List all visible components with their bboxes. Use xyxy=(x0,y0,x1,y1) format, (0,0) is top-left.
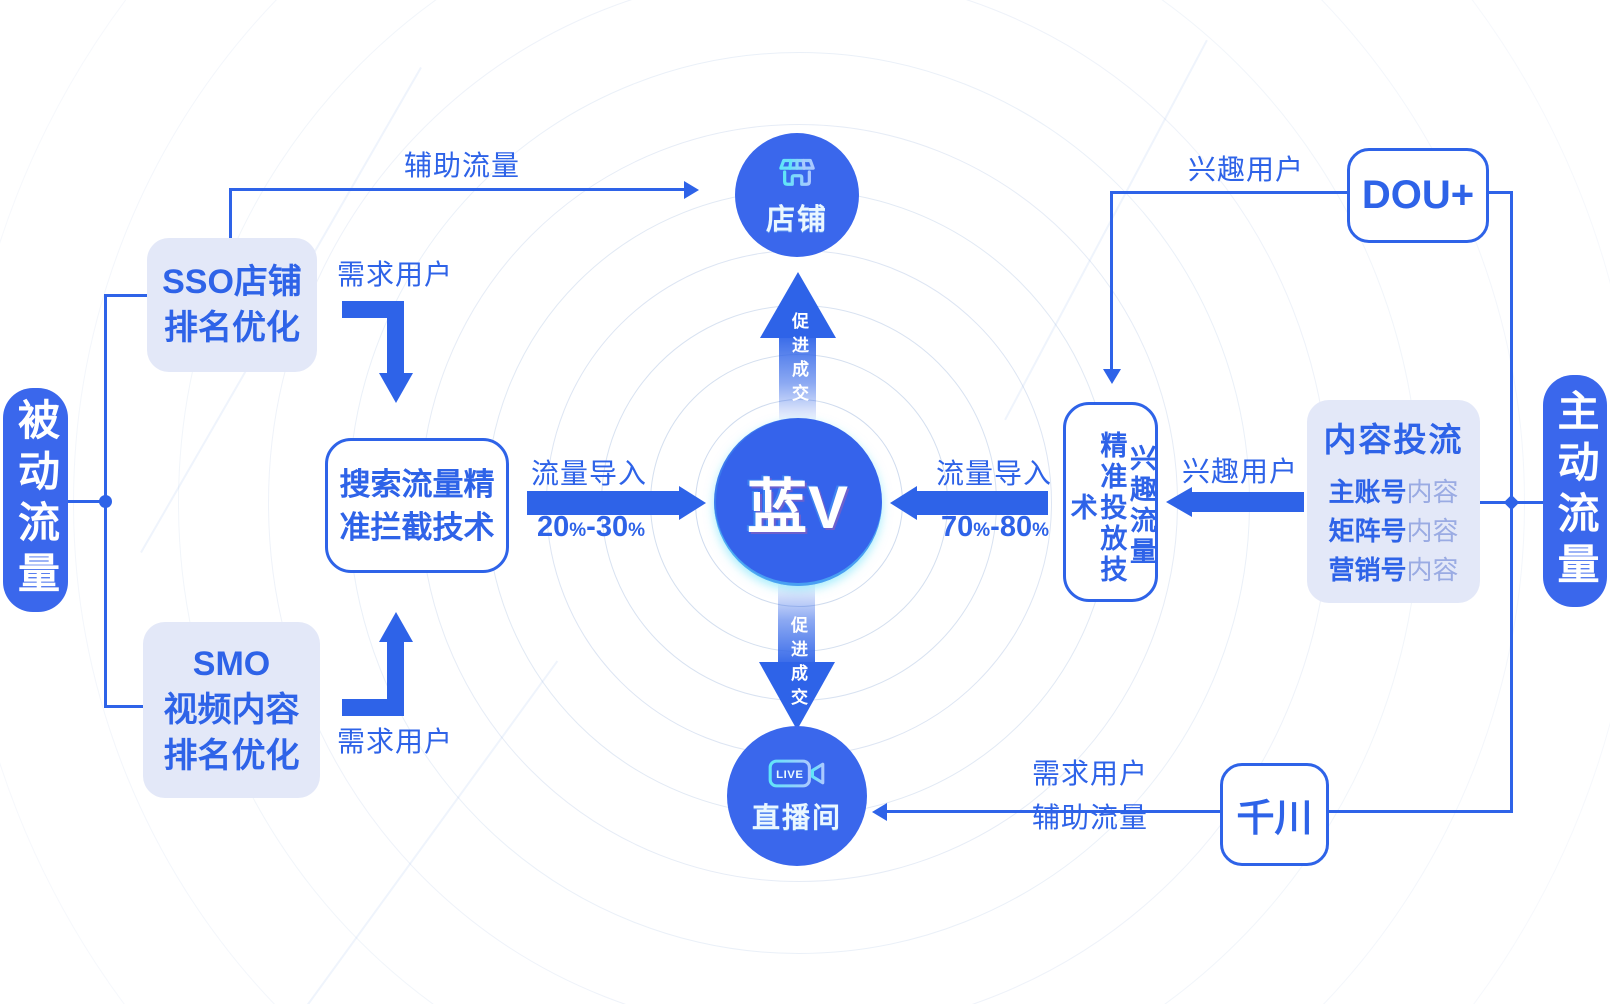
decor-line xyxy=(1004,39,1208,421)
edge-promote-deal-down: 促进成交 xyxy=(758,584,836,730)
node-sso-box: SSO店铺 排名优化 xyxy=(147,238,317,372)
arrowhead-up-icon xyxy=(379,612,413,642)
edge-label-traffic-import-right: 流量导入 xyxy=(936,458,1053,489)
arrowhead-left-icon xyxy=(890,486,917,520)
blue-v-label: 蓝V xyxy=(746,473,850,541)
arrowhead-down-icon xyxy=(759,662,835,730)
edge-pct-left: 20%-30% xyxy=(537,511,645,543)
rail-active-label: 主动流量 xyxy=(1552,389,1599,593)
junction-dot xyxy=(99,495,112,508)
row-strong: 主账号 xyxy=(1328,477,1407,507)
rail-active-traffic: 主动流量 xyxy=(1543,375,1607,607)
edge-promote-deal-up: 促进成交 xyxy=(759,272,837,422)
rail-passive-traffic: 被动流量 xyxy=(3,388,68,612)
arrowhead-left-icon xyxy=(872,802,887,821)
smo-line3: 排名优化 xyxy=(163,737,300,775)
edge-search-bluev-shaft xyxy=(527,491,680,515)
row-rest: 内容 xyxy=(1406,555,1459,585)
node-search-intercept-box: 搜索流量精 准拦截技术 xyxy=(325,438,509,573)
dou-plus-label: DOU+ xyxy=(1361,173,1475,217)
live-camera-icon: LIVE xyxy=(768,759,825,787)
row-strong: 营销号 xyxy=(1328,555,1407,585)
edge-precise-bluev-shaft xyxy=(916,491,1048,515)
search-intercept-line1: 搜索流量精 xyxy=(339,466,495,502)
junction-diamond xyxy=(1503,494,1520,511)
content-invest-title: 内容投流 xyxy=(1323,421,1464,458)
edge-passive-to-sso xyxy=(104,294,148,297)
edge-sso-search-vbar xyxy=(387,301,404,375)
edge-sso-shop-horizontal xyxy=(229,188,684,191)
edge-qianchuan-live xyxy=(886,810,1220,813)
edge-label-interest-users-mid: 兴趣用户 xyxy=(1182,456,1299,487)
row-rest: 内容 xyxy=(1406,477,1459,507)
edge-dou-vertical xyxy=(1110,191,1113,369)
edge-content-precise-shaft xyxy=(1191,492,1304,512)
edge-pct-right: 70%-80% xyxy=(941,511,1049,543)
row-strong: 矩阵号 xyxy=(1328,516,1407,546)
smo-line1: SMO xyxy=(192,645,271,683)
live-room-label: 直播间 xyxy=(751,801,842,833)
arrowhead-down-icon xyxy=(1102,369,1121,384)
edge-label-qianchuan-assist: 辅助流量 xyxy=(1032,802,1149,833)
precise-delivery-secondary: 兴趣流量 xyxy=(1126,444,1157,568)
edge-label-demand-users-bottom: 需求用户 xyxy=(337,726,454,757)
node-shop-circle: 店铺 xyxy=(735,133,859,257)
shop-label: 店铺 xyxy=(765,204,828,236)
edge-passive-to-smo xyxy=(104,705,144,708)
arrowhead-up-icon xyxy=(760,272,836,338)
edge-sso-shop-vertical xyxy=(229,188,232,240)
node-smo-box: SMO 视频内容 排名优化 xyxy=(143,622,320,798)
arrowhead-left-icon xyxy=(1166,487,1192,517)
edge-label-promote-deal-top: 促进成交 xyxy=(789,312,808,408)
edge-label-interest-users-top: 兴趣用户 xyxy=(1188,154,1305,185)
qianchuan-label: 千川 xyxy=(1236,798,1313,840)
promote-deal-shaft xyxy=(779,336,816,422)
edge-label-demand-users-top: 需求用户 xyxy=(337,259,454,290)
promote-deal-shaft xyxy=(778,584,815,664)
live-badge-text: LIVE xyxy=(776,769,803,781)
sso-line2: 排名优化 xyxy=(164,309,300,347)
node-qianchuan-box: 千川 xyxy=(1220,763,1329,866)
storefront-icon xyxy=(779,154,815,186)
edge-label-traffic-import-left: 流量导入 xyxy=(531,458,648,489)
row-rest: 内容 xyxy=(1406,516,1459,546)
edge-smo-search-vbar xyxy=(387,642,404,716)
content-invest-row: 矩阵号内容 xyxy=(1328,512,1458,551)
precise-delivery-primary: 精准投放技术 xyxy=(1066,430,1127,586)
search-intercept-line2: 准拦截技术 xyxy=(339,509,495,545)
edge-label-promote-deal-bottom: 促进成交 xyxy=(788,616,807,712)
node-live-room-circle: LIVE 直播间 xyxy=(727,726,867,866)
edge-dou-right-stub xyxy=(1483,191,1513,194)
node-dou-plus-box: DOU+ xyxy=(1347,148,1489,243)
node-blue-v-circle: 蓝V xyxy=(714,418,882,586)
edge-label-qianchuan-demand: 需求用户 xyxy=(1032,758,1149,789)
rail-passive-label: 被动流量 xyxy=(12,398,60,602)
edge-qianchuan-right-stub xyxy=(1323,810,1513,813)
node-precise-delivery-box: 精准投放技术 兴趣流量 xyxy=(1063,402,1158,602)
edge-passive-stub xyxy=(68,500,106,503)
edge-label-assist-traffic: 辅助流量 xyxy=(404,150,521,181)
arrowhead-down-icon xyxy=(379,373,413,403)
edge-dou-horizontal xyxy=(1110,191,1347,194)
node-content-invest-box: 内容投流 主账号内容 矩阵号内容 营销号内容 xyxy=(1307,400,1480,603)
content-invest-row: 主账号内容 xyxy=(1328,473,1458,512)
content-invest-row: 营销号内容 xyxy=(1328,551,1458,590)
sso-line1: SSO店铺 xyxy=(162,263,302,301)
smo-line2: 视频内容 xyxy=(163,691,300,729)
arrowhead-right-icon xyxy=(684,180,699,199)
arrowhead-right-icon xyxy=(679,486,706,520)
